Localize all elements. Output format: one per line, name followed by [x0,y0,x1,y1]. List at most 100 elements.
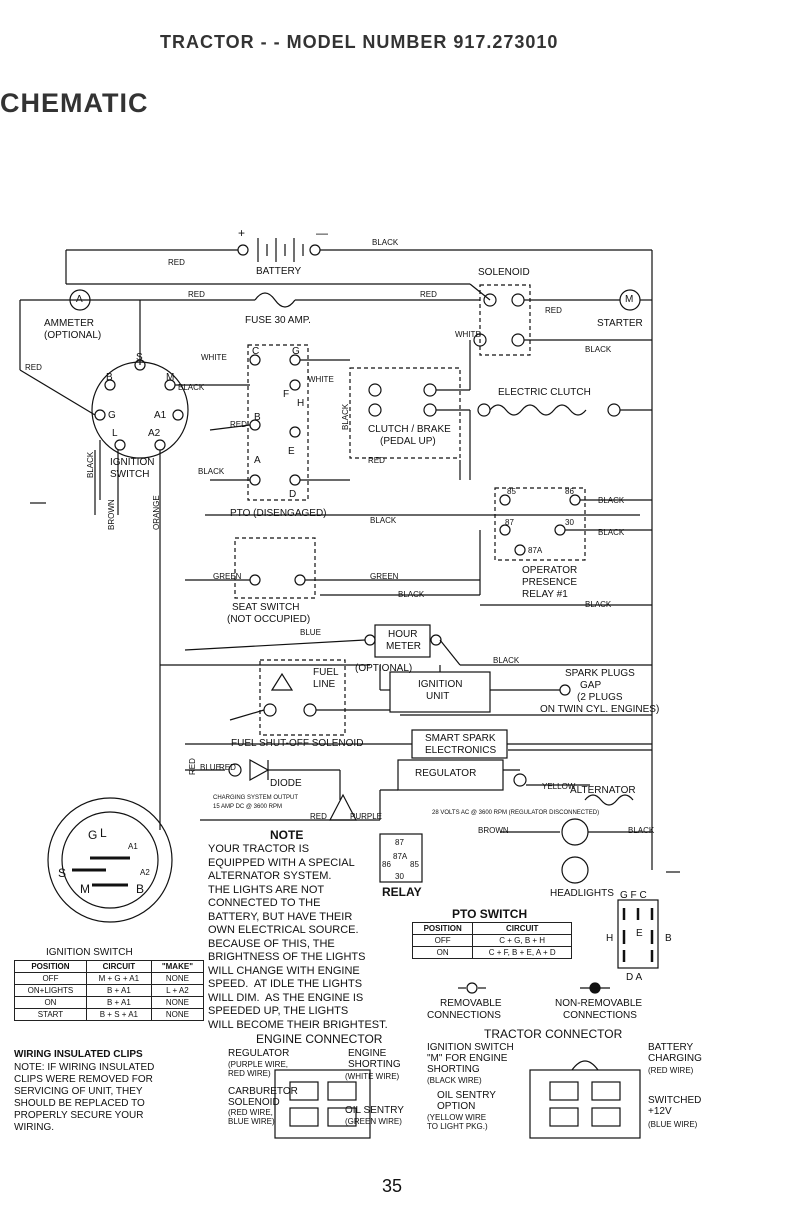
pto-terminal-g: G [292,346,300,357]
ammeter-optional: (OPTIONAL) [44,330,102,341]
wire-white-label: WHITE [201,353,227,362]
table-cell: NONE [150,996,205,1009]
ign-terminal-a1: A1 [154,410,167,421]
table-row: OFF M + G + A1 NONE [14,972,205,985]
pto-terminal-f: F [283,389,290,400]
terminal [104,379,116,391]
tractor-connector-oil-wire: (YELLOW WIRE TO LIGHT PKG.) [427,1113,488,1131]
ign-terminal-a2: A2 [148,428,161,439]
ign-drawing-b: B [136,882,145,896]
diode-symbol [249,758,270,782]
wire-black-label: BLACK [585,345,612,354]
table-cell: START [14,1008,87,1021]
terminal [172,409,184,421]
tractor-connector-battery: BATTERY CHARGING [648,1042,702,1064]
terminal [607,403,621,417]
connector-latch [571,1060,599,1071]
charging-output: 15 AMP DC @ 3600 RPM [213,804,283,810]
table-cell: B + A1 [85,996,152,1009]
starter-symbol: M [625,294,634,305]
table-cell: NONE [150,972,205,985]
alternator-label: ALTERNATOR [570,785,636,796]
engine-connector-title: ENGINE CONNECTOR [256,1032,383,1046]
wire-blue-label: BLUE [200,763,221,772]
headlight [561,856,589,884]
fuel-line-label: FUEL [313,667,339,678]
ign-terminal-b: B [106,372,113,383]
terminal [554,524,566,536]
table-row: START B + S + A1 NONE [14,1008,205,1021]
table-cell: C + F, B + E, A + D [472,946,572,959]
terminal [569,494,581,506]
wire-black-label: BLACK [341,403,350,430]
table-row: ON+LIGHTS B + A1 L + A2 [14,984,205,997]
terminal [263,703,277,717]
wire-black-label: BLACK [598,496,625,505]
relay-box [379,833,423,883]
wire [19,369,96,416]
wire-white-label: WHITE [455,330,481,339]
fuel-solenoid-box [259,659,346,736]
engine-connector-carburetor-wires: (RED WIRE, BLUE WIRE) [228,1108,275,1126]
ignition-unit-label: IGNITION [418,679,463,690]
ign-terminal-m: M [166,372,175,383]
clips-title: WIRING INSULATED CLIPS [14,1049,143,1060]
ignition-switch-label: SWITCH [110,469,150,480]
table-cell: C + G, B + H [472,934,572,947]
wire-red-label: RED [545,306,562,315]
tractor-connector-oil: OIL SENTRY OPTION [437,1090,496,1112]
terminal [430,634,442,646]
wire-black-label: BLACK [372,238,399,247]
ign-drawing-a1: A1 [128,842,138,851]
header-cell: CIRCUIT [472,922,572,935]
spark-plug-terminal [559,684,571,696]
pto-pin-e: E [636,928,643,939]
fuel-solenoid-label: FUEL SHUT-OFF SOLENOID [231,738,364,749]
smart-spark-label: SMART SPARK [425,733,496,744]
wire-red-label: RED [219,763,236,772]
charging-output: CHARGING SYSTEM OUTPUT [213,795,299,801]
terminal [249,574,261,586]
wire-black-label: BLACK [628,826,655,835]
non-removable-label: CONNECTIONS [563,1010,637,1021]
pto-pin-labels: D A [626,972,643,983]
engine-connector-oil-wire: (GREEN WIRE) [345,1117,402,1126]
table-header-row: POSITION CIRCUIT [411,922,572,935]
tractor-connector-switched-wire: (BLUE WIRE) [648,1120,698,1129]
wire-red-label: RED [368,456,385,465]
electric-clutch-label: ELECTRIC CLUTCH [498,387,591,398]
non-removable-label: NON-REMOVABLE [555,998,643,1009]
ign-drawing-s: S [58,866,67,880]
header-cell: POSITION [14,960,87,973]
engine-connector-oil: OIL SENTRY [345,1105,404,1116]
engine-connector-engine-wire: (WHITE WIRE) [345,1072,400,1081]
relay-pin: 30 [565,518,574,527]
wire-yellow-label: YELLOW [542,782,576,791]
pto-terminal-b: B [254,412,261,423]
wire [229,709,265,721]
wire-black-label: BLACK [493,656,520,665]
wire-red-label: RED [168,258,185,267]
relay-pin: 86 [565,487,574,496]
connector-cavity [327,1107,357,1127]
connector-cavity [289,1081,319,1101]
fuse [254,292,296,308]
removable-label: CONNECTIONS [427,1010,501,1021]
ammeter-label: AMMETER [44,318,94,329]
relay-pin-87a: 87A [393,852,408,861]
battery-plus: + [238,226,246,240]
wire-red-label: RED [230,420,247,429]
wire-black-label: BLACK [398,590,425,599]
note-title: NOTE [270,828,304,842]
relay-pin: 87A [528,546,543,555]
header-cell: CIRCUIT [85,960,152,973]
connector-cavity [327,1081,357,1101]
tractor-connector-ignition-wire: (BLACK WIRE) [427,1076,482,1085]
wire [439,639,461,666]
tractor-connector-body [529,1069,641,1139]
ign-terminal-g: G [108,410,116,421]
table-cell: NONE [150,1008,205,1021]
wire-black-label: BLACK [585,600,612,609]
ign-drawing-g: G [88,828,98,842]
